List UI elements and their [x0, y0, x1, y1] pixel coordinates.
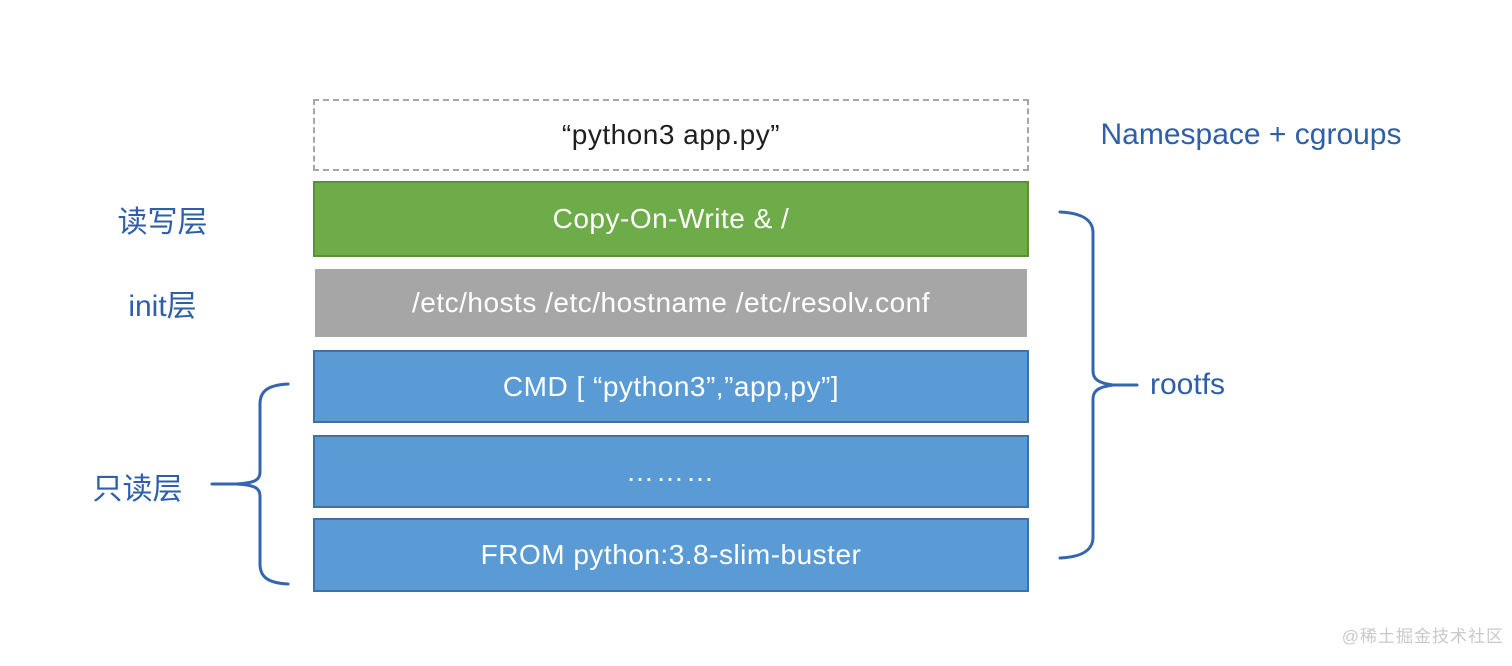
layer-copy-on-write: Copy-On-Write & /: [313, 181, 1029, 257]
container-command-text: “python3 app.py”: [561, 119, 781, 150]
layer-ellipsis-text: ………: [626, 455, 716, 487]
container-command-box: “python3 app.py”: [313, 99, 1029, 171]
rootfs-group-brace: [1058, 210, 1139, 560]
layer-cmd-text: CMD [ “python3”,”app,py”]: [502, 370, 840, 402]
rootfs-label: rootfs: [1150, 368, 1226, 401]
init-layer-label: init层: [128, 290, 197, 323]
watermark: @稀土掘金技术社区: [1341, 627, 1504, 646]
namespace-cgroups-label: Namespace + cgroups: [1100, 118, 1402, 151]
layer-cmd: CMD [ “python3”,”app,py”]: [313, 350, 1029, 423]
layer-ellipsis: ………: [313, 435, 1029, 508]
layer-init-files: /etc/hosts /etc/hostname /etc/resolv.con…: [315, 269, 1027, 337]
layer-init-files-text: /etc/hosts /etc/hostname /etc/resolv.con…: [412, 287, 930, 318]
read-only-group-brace: [210, 382, 290, 586]
layer-copy-on-write-text: Copy-On-Write & /: [552, 203, 790, 234]
read-write-layer-label: 读写层: [117, 206, 208, 239]
layer-from-base-image-text: FROM python:3.8-slim-buster: [480, 539, 862, 570]
read-only-layer-label: 只读层: [92, 473, 183, 506]
layer-from-base-image: FROM python:3.8-slim-buster: [313, 518, 1029, 592]
